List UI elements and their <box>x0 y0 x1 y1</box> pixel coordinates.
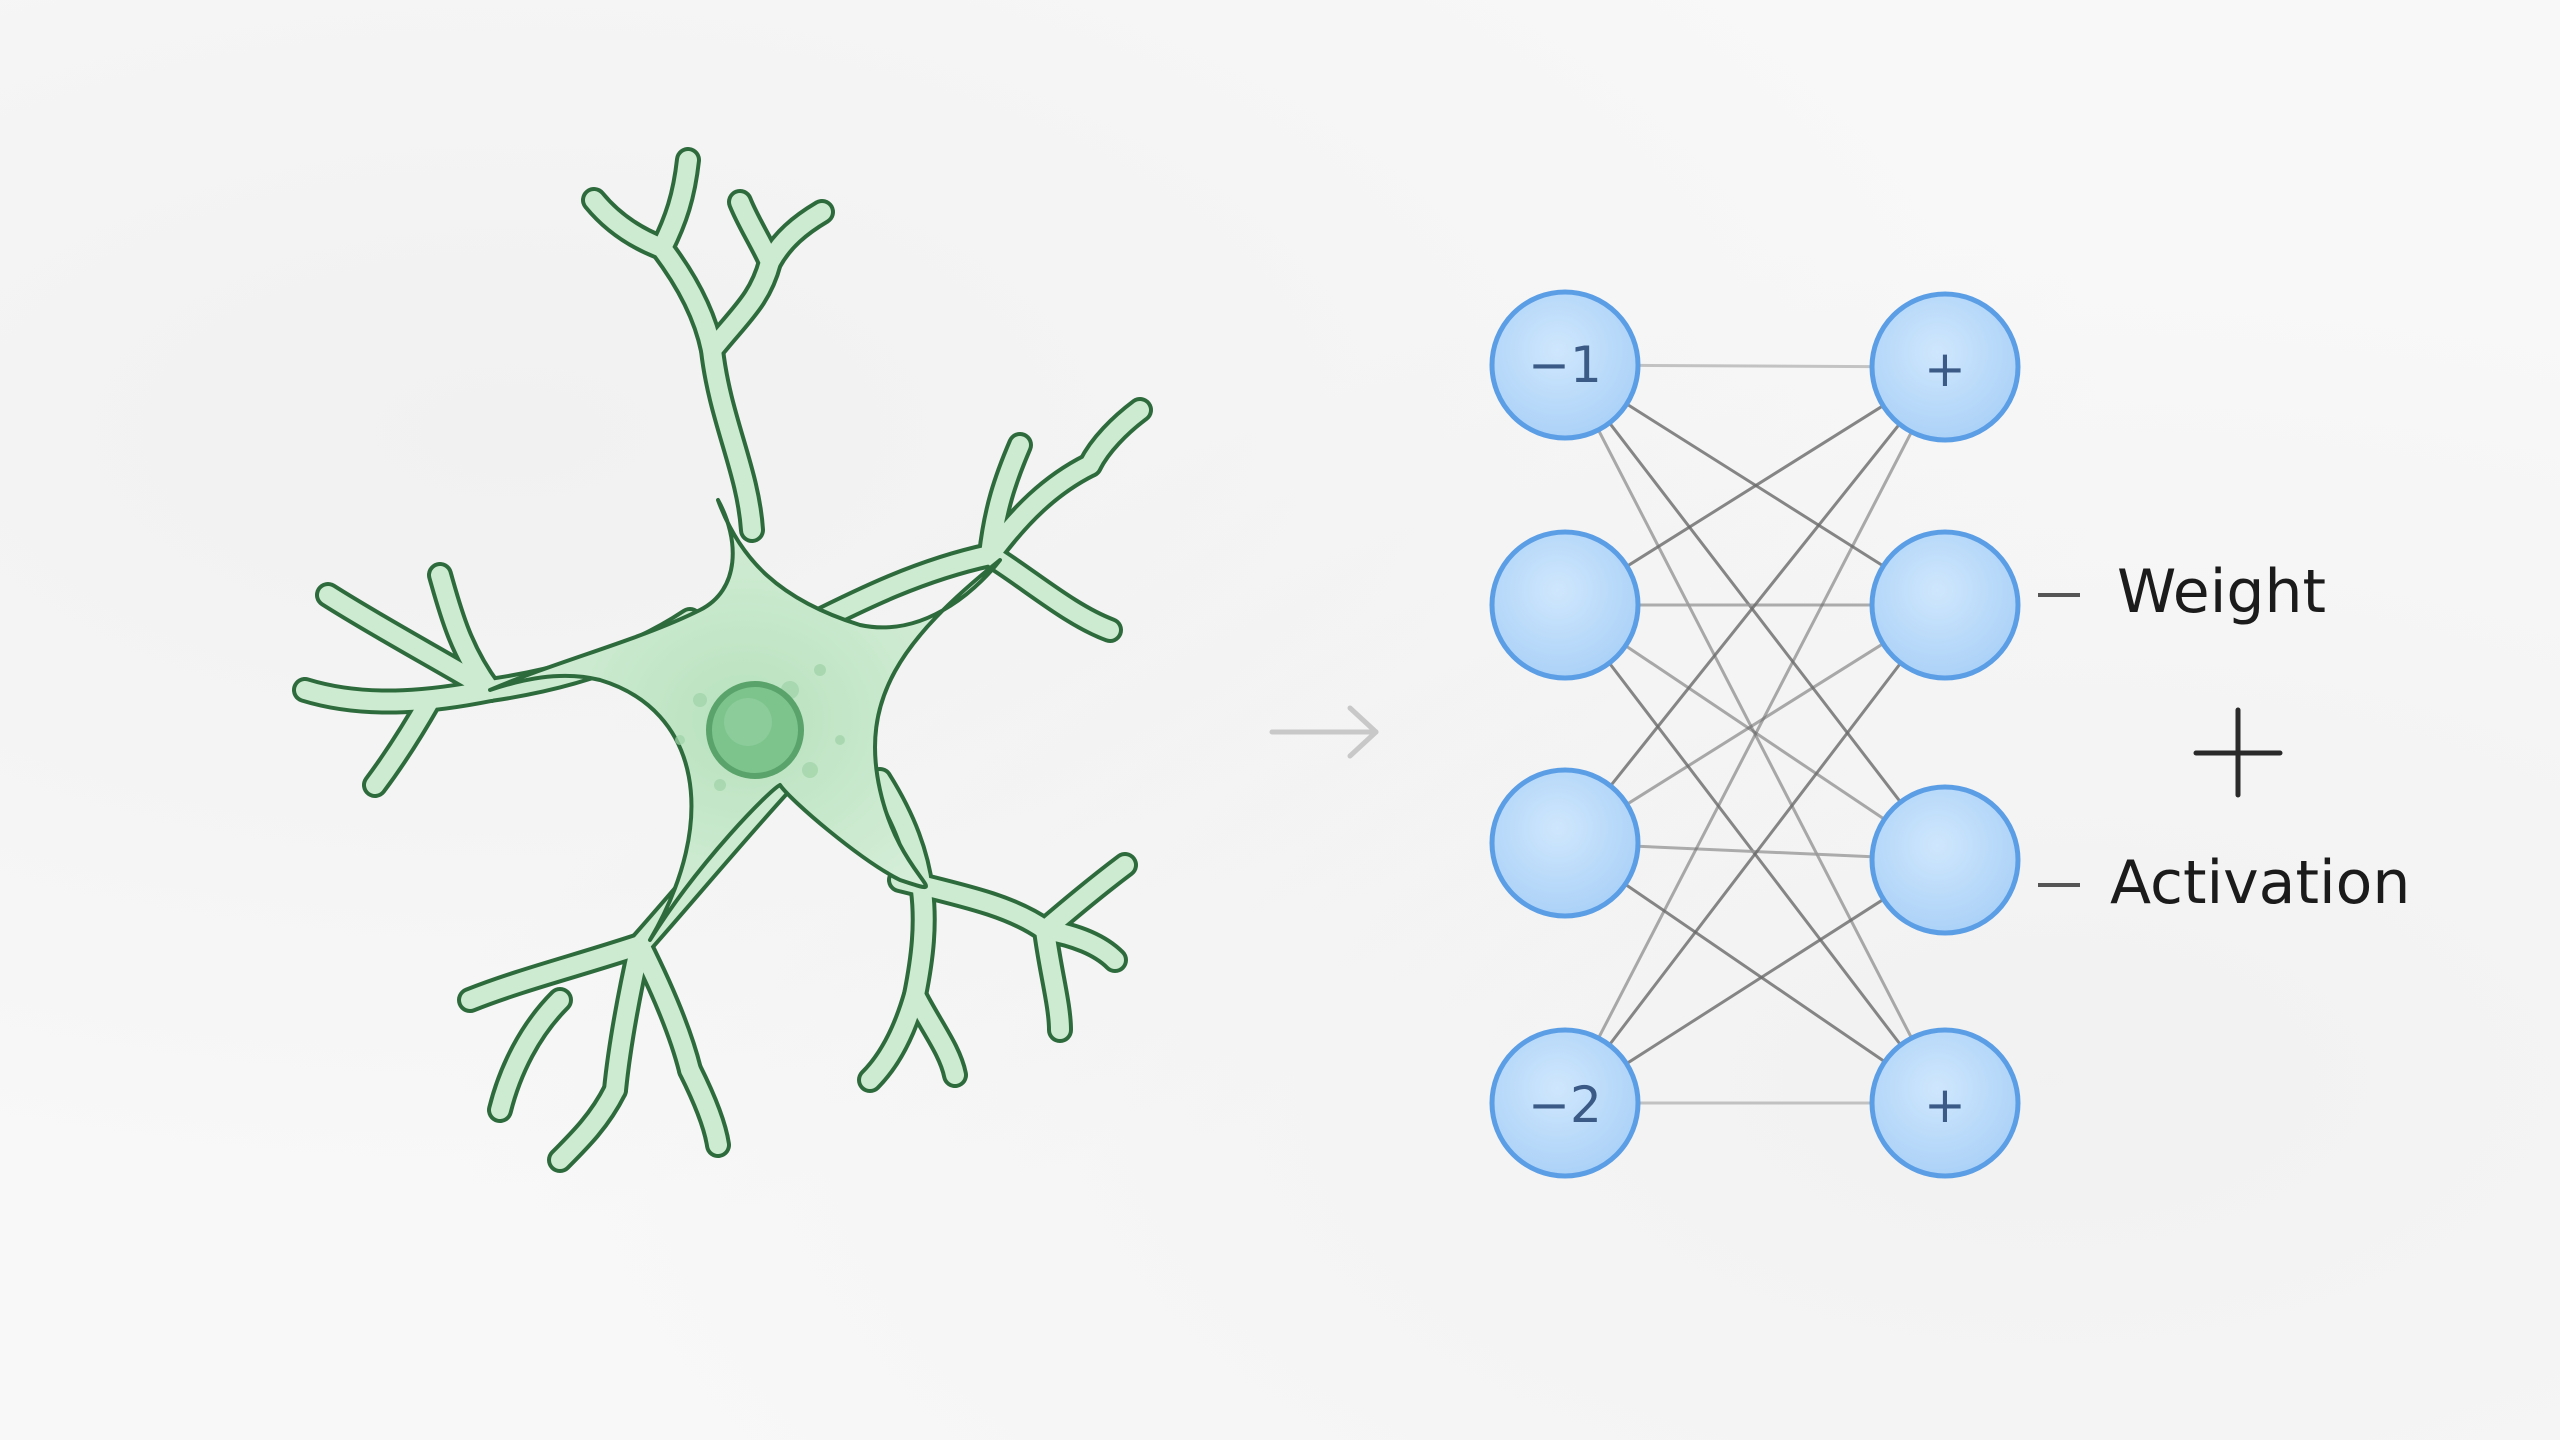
network-edges <box>1597 363 1913 1105</box>
output-node-1-label: + <box>1924 340 1966 398</box>
input-layer: −1 −2 <box>1489 289 1641 1179</box>
edge-3-4 <box>1624 882 1886 1064</box>
transition-arrow-icon <box>1269 705 1379 759</box>
neuron-nucleolus <box>724 698 772 746</box>
input-node-1-label: −1 <box>1528 336 1602 394</box>
biological-neuron <box>292 147 1153 1173</box>
edge-3-2 <box>1626 642 1884 806</box>
activation-label: Activation <box>2110 848 2411 918</box>
output-node-1: + <box>1869 291 2021 443</box>
output-node-4-label: + <box>1924 1076 1966 1134</box>
edge-4-3 <box>1625 898 1885 1065</box>
output-node-3 <box>1869 784 2021 936</box>
edge-4-2 <box>1608 662 1902 1046</box>
input-node-4-label: −2 <box>1528 1076 1602 1134</box>
neuron-organelles <box>675 664 845 791</box>
input-node-3 <box>1489 767 1641 919</box>
output-layer: + + <box>1869 291 2021 1179</box>
edge-3-1 <box>1609 423 1901 787</box>
output-node-4: + <box>1869 1027 2021 1179</box>
plus-symbol-icon <box>2193 707 2283 798</box>
weight-label: Weight <box>2117 557 2327 627</box>
input-node-4: −2 <box>1489 1027 1641 1179</box>
output-node-2 <box>1869 529 2021 681</box>
edge-2-1 <box>1626 404 1884 568</box>
edge-3-3 <box>1637 844 1873 859</box>
edge-1-3 <box>1608 421 1902 804</box>
input-node-1: −1 <box>1489 289 1641 441</box>
edge-4-1 <box>1597 431 1913 1039</box>
edge-1-1 <box>1637 363 1873 369</box>
input-node-2 <box>1489 529 1641 681</box>
